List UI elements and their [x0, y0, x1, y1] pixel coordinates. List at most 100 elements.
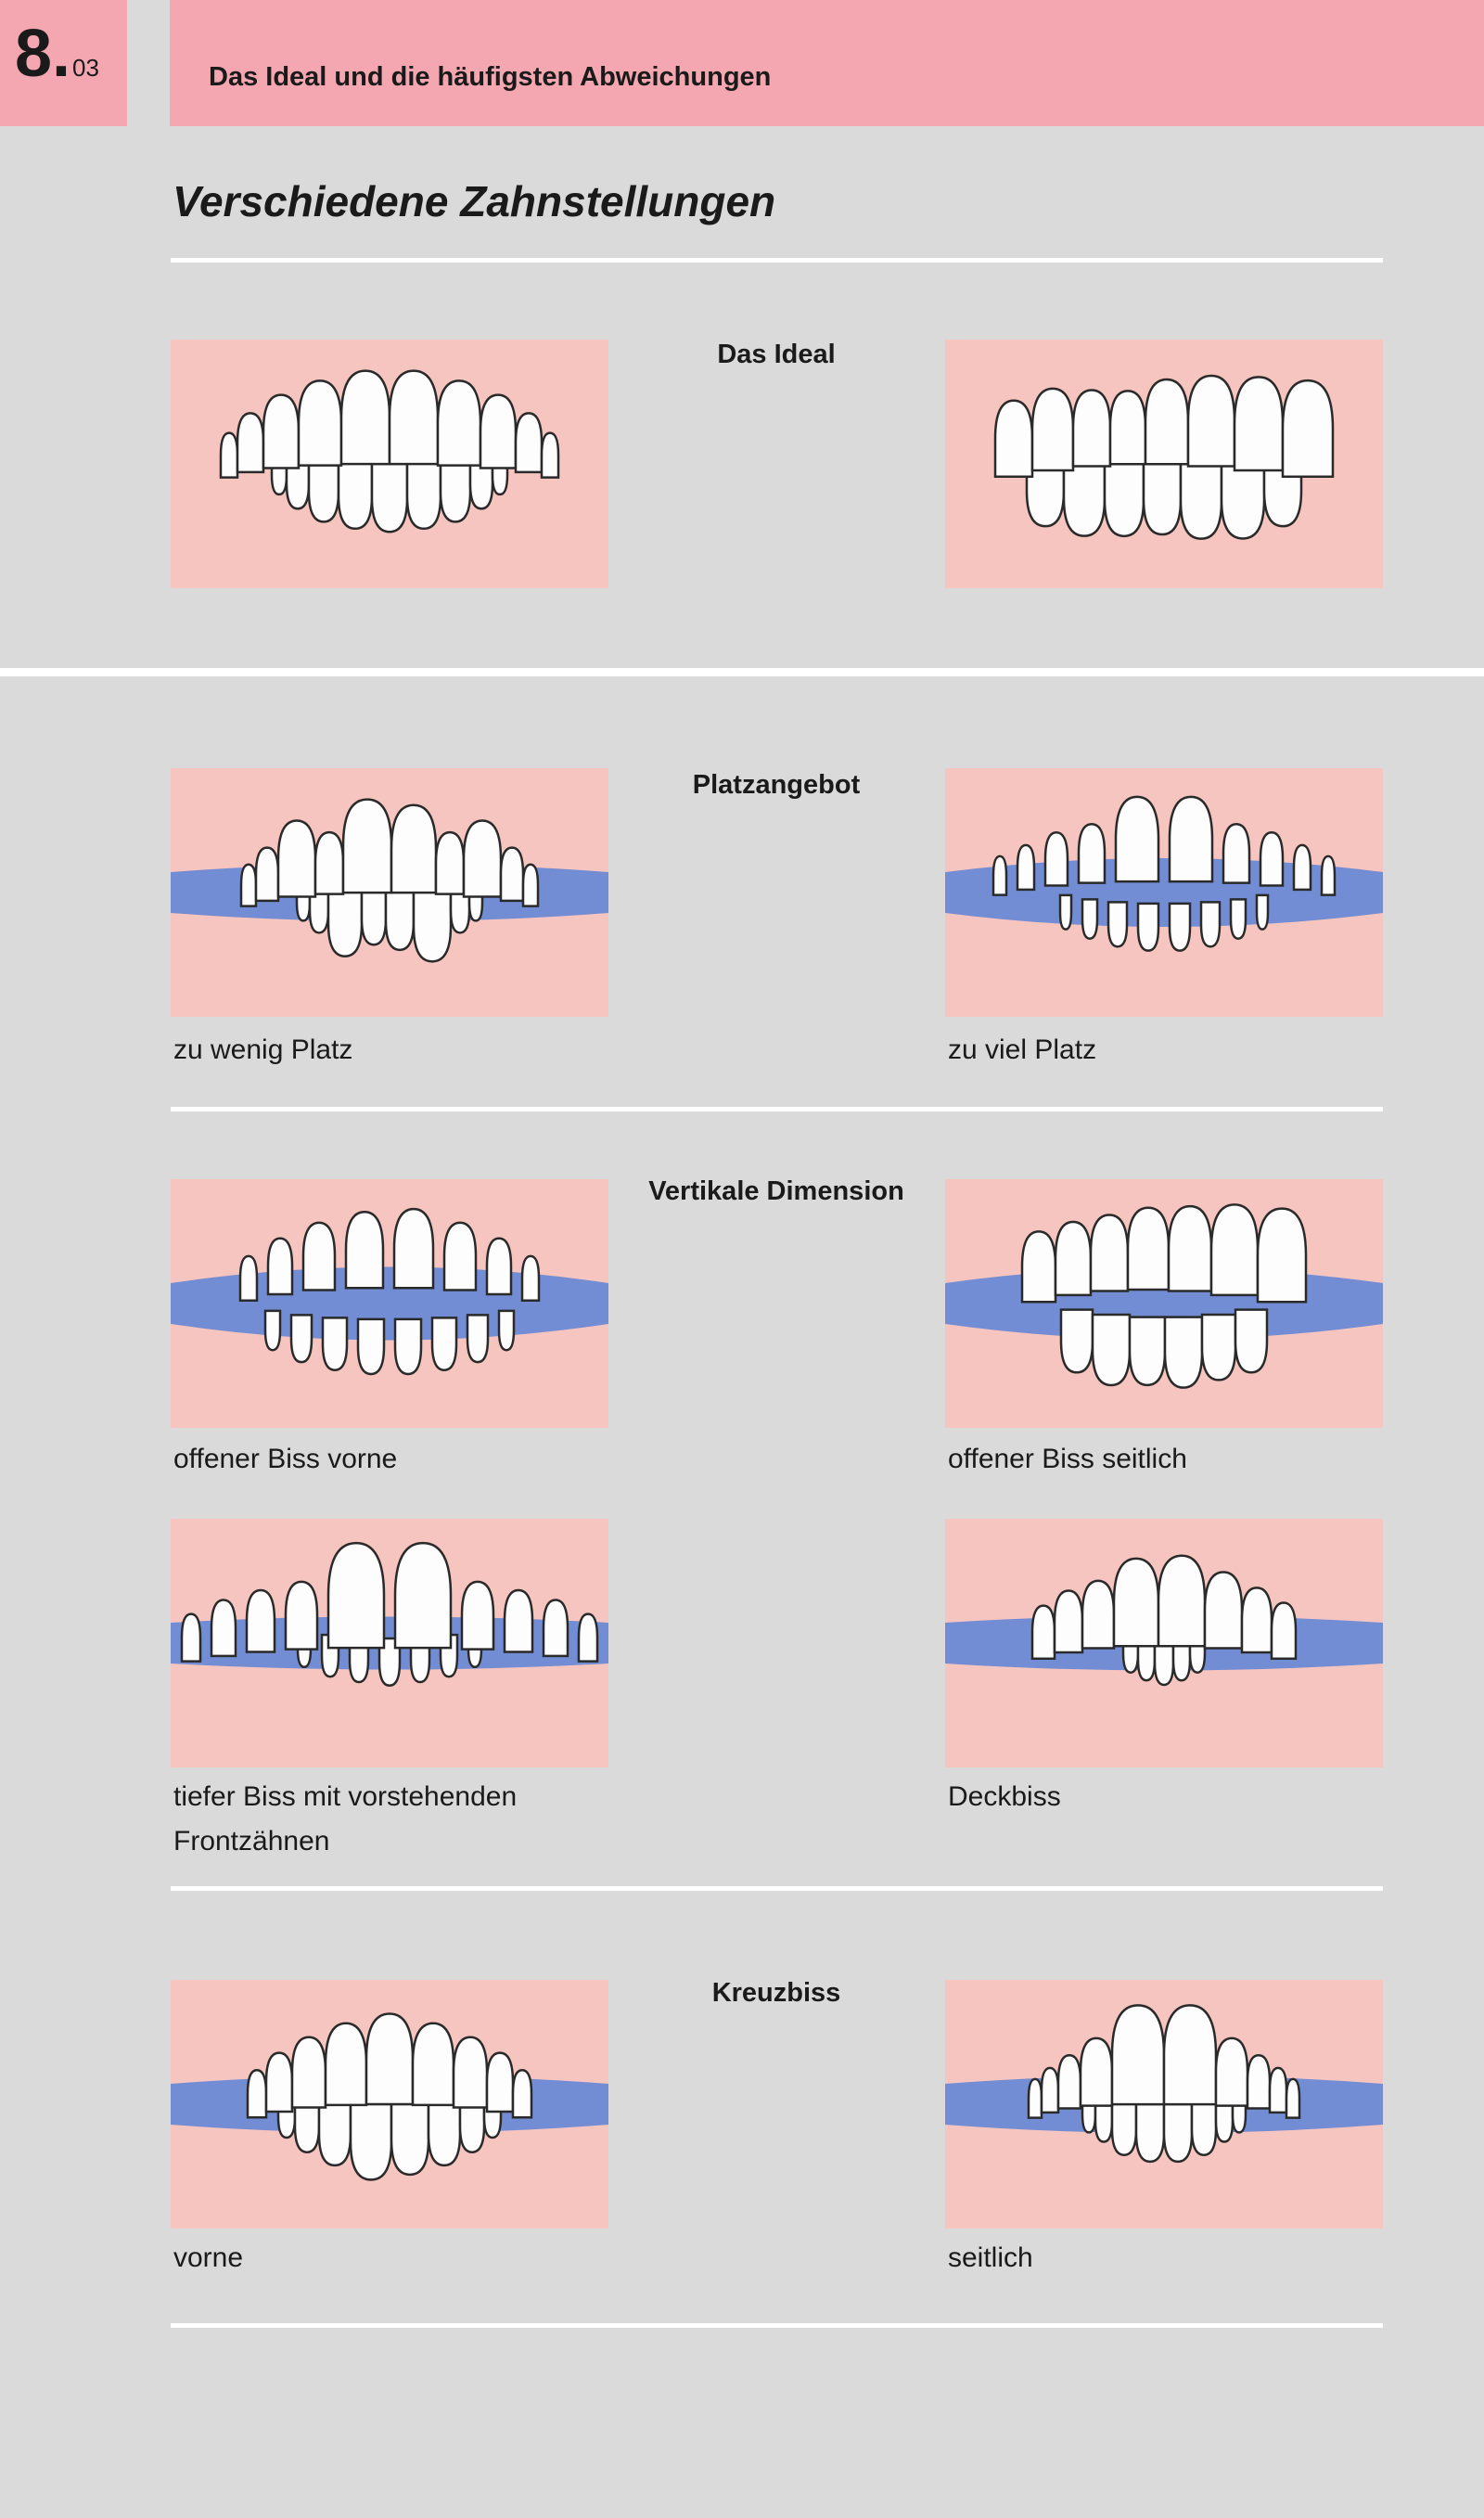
teeth-drawing	[171, 798, 608, 963]
lower-tooth	[360, 891, 388, 946]
upper-tooth	[1203, 1571, 1244, 1650]
chapter-title: Das Ideal und die häufigsten Abweichunge…	[209, 62, 772, 92]
lower-tooth	[356, 1317, 386, 1376]
upper-tooth	[452, 2036, 489, 2109]
upper-tooth	[236, 412, 265, 474]
upper-tooth	[344, 1211, 385, 1290]
lower-tooth	[497, 1309, 516, 1352]
upper-tooth	[520, 1254, 541, 1303]
lower-tooth	[370, 462, 409, 533]
lower-tooth	[321, 1317, 349, 1371]
upper-tooth	[1114, 795, 1160, 883]
lower-tooth	[1179, 461, 1223, 540]
upper-tooth	[411, 2022, 455, 2107]
upper-tooth	[1270, 1601, 1298, 1661]
chapter-subnumber: 03	[72, 54, 99, 82]
upper-tooth	[514, 412, 544, 474]
upper-tooth	[276, 819, 317, 898]
caption-deckbiss: Deckbiss	[948, 1781, 1061, 1812]
upper-tooth	[339, 369, 391, 466]
upper-tooth	[1081, 1579, 1116, 1650]
lower-tooth	[393, 1317, 423, 1376]
section-heading-platz: Platzangebot	[692, 770, 861, 800]
section-separator	[0, 668, 1484, 676]
upper-tooth	[326, 1541, 386, 1650]
lower-tooth	[1110, 2101, 1138, 2156]
upper-tooth	[341, 798, 393, 894]
upper-tooth	[324, 2022, 368, 2107]
lower-tooth	[317, 2101, 352, 2167]
upper-tooth	[297, 379, 343, 467]
upper-tooth	[388, 369, 440, 466]
upper-tooth	[262, 393, 301, 469]
lower-tooth	[1200, 1313, 1237, 1381]
upper-tooth	[1240, 1587, 1273, 1654]
lower-tooth	[1255, 893, 1270, 931]
caption-offener-biss-vorne: offener Biss vorne	[173, 1444, 398, 1474]
teeth-drawing	[945, 1554, 1383, 1687]
caption-zu-viel-platz: zu viel Platz	[948, 1034, 1097, 1065]
lower-tooth	[1134, 2102, 1166, 2164]
upper-tooth	[254, 846, 280, 903]
upper-tooth	[180, 1612, 202, 1663]
upper-tooth	[284, 1580, 319, 1651]
teeth-drawing	[945, 795, 1383, 952]
divider	[171, 2323, 1383, 2328]
upper-tooth	[1056, 2054, 1082, 2110]
upper-tooth	[521, 863, 540, 907]
lower-tooth	[1163, 1316, 1204, 1389]
lower-tooth	[263, 1309, 282, 1352]
upper-tooth	[1320, 854, 1337, 896]
upper-tooth	[1157, 1554, 1207, 1648]
lower-tooth	[1234, 1308, 1269, 1374]
gum-shading	[171, 1266, 608, 1341]
upper-tooth	[210, 1599, 237, 1658]
section-heading-vertikal: Vertikale Dimension	[648, 1176, 904, 1206]
caption-tiefer-biss: tiefer Biss mit vorstehenden Frontzähnen	[173, 1781, 518, 1856]
caption-kreuzbiss-seitlich: seitlich	[948, 2242, 1033, 2273]
upper-tooth	[290, 2036, 327, 2109]
upper-tooth	[1054, 1220, 1093, 1297]
teeth-drawing	[171, 1207, 608, 1376]
lower-tooth	[439, 460, 472, 523]
upper-tooth	[245, 1588, 276, 1653]
upper-tooth	[1030, 1604, 1056, 1661]
lower-tooth	[405, 462, 442, 531]
upper-tooth	[485, 2051, 515, 2113]
illustration-open-bite-side	[945, 1179, 1383, 1428]
lower-tooth	[1081, 898, 1099, 940]
upper-tooth	[1268, 2066, 1288, 2114]
lower-tooth	[1058, 893, 1073, 931]
upper-tooth	[1292, 843, 1312, 892]
upper-tooth	[503, 1588, 534, 1653]
illustration-deep-bite	[171, 1519, 608, 1767]
upper-tooth	[1246, 2054, 1272, 2110]
upper-tooth	[1043, 831, 1069, 887]
chapter-number-box: 8. 03	[0, 0, 127, 126]
lower-tooth	[430, 1317, 458, 1371]
upper-tooth	[1089, 1214, 1130, 1292]
lower-tooth	[412, 890, 453, 963]
lower-tooth	[427, 2101, 462, 2167]
upper-tooth	[1259, 831, 1285, 887]
upper-tooth	[1222, 822, 1251, 884]
upper-tooth	[1281, 379, 1335, 479]
lower-tooth	[1062, 458, 1107, 537]
upper-tooth	[460, 1580, 495, 1651]
lower-tooth	[337, 462, 374, 531]
upper-tooth	[1162, 2004, 1218, 2106]
illustration-crowding	[171, 768, 608, 1017]
illustration-ideal-side	[945, 340, 1383, 588]
upper-tooth	[393, 1541, 453, 1650]
chapter-header: Das Ideal und die häufigsten Abweichunge…	[170, 0, 1484, 126]
lower-tooth	[1128, 1316, 1167, 1387]
upper-tooth	[434, 830, 466, 895]
upper-tooth	[1285, 2077, 1301, 2119]
lower-tooth	[449, 887, 471, 934]
upper-tooth	[1167, 1204, 1213, 1292]
upper-tooth	[246, 2068, 268, 2119]
lower-tooth	[1168, 902, 1192, 952]
upper-tooth	[1071, 389, 1112, 468]
upper-tooth	[485, 1237, 513, 1296]
lower-tooth	[377, 1637, 402, 1688]
